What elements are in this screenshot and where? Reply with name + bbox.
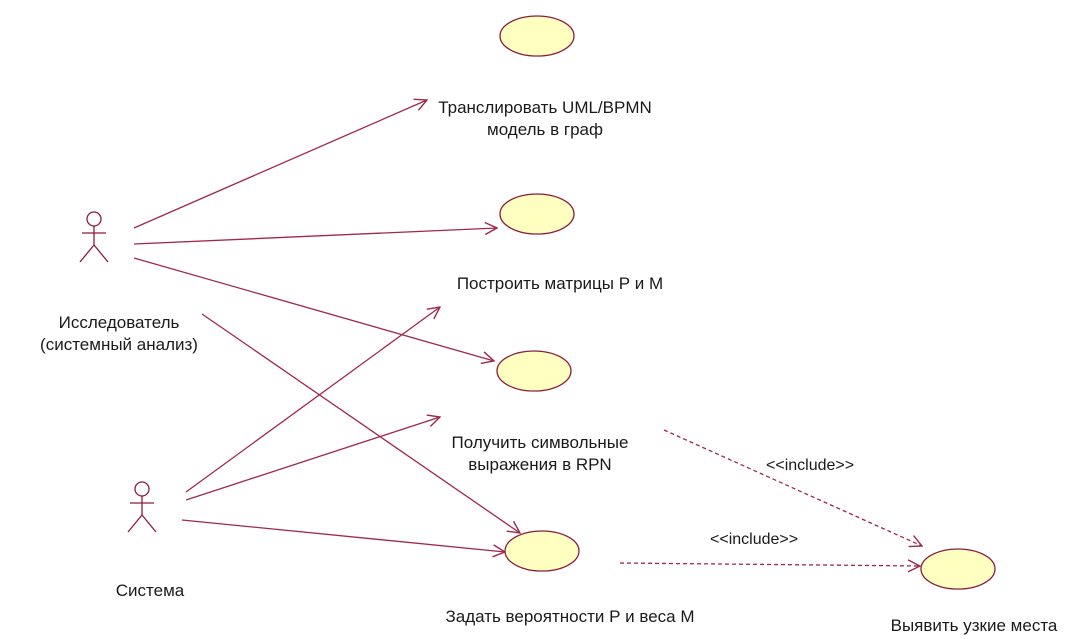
association-researcher-to-rpn [133,257,494,361]
actor-right-leg [141,514,157,533]
actor-label-researcher-line-2: (системный анализ) [40,335,198,354]
actor-figure-system [127,481,157,533]
association-system-to-rpn [185,417,440,501]
usecase-label-bottlenecks-line-1: Выявить узкие места [890,616,1058,635]
usecase-label-rpn: Получить символьные выражения в RPN [400,432,680,476]
usecase-label-probabilities-line-1: Задать вероятности Р и веса М [445,607,695,626]
usecase-label-translate: Транслировать UML/BPMN модель в граф [395,97,695,141]
actor-label-system: Система [90,580,210,602]
actor-label-system-line-1: Система [115,581,185,600]
include-label-probabilities-bottlenecks: <<include>> [710,531,799,548]
usecase-label-bottlenecks: Выявить узкие места [868,615,1080,637]
usecase-ellipse-build-matrices [499,193,575,235]
usecase-label-build-matrices: Построить матрицы Р и М [405,273,715,295]
actor-figure-researcher [79,211,109,263]
usecase-label-rpn-line-2: выражения в RPN [468,455,612,474]
association-researcher-to-translate [133,100,427,229]
usecase-label-translate-line-2: модель в граф [487,120,603,139]
actor-head [134,481,150,497]
actor-head [86,211,102,227]
include-label-rpn-bottlenecks: <<include>> [766,457,855,474]
usecase-label-build-matrices-line-1: Построить матрицы Р и М [456,274,664,293]
usecase-label-probabilities: Задать вероятности Р и веса М [395,606,745,628]
actor-left-leg [79,244,95,263]
association-researcher-to-probabilities [201,313,520,533]
association-system-to-build-matrices [185,307,440,493]
actor-right-leg [93,244,109,263]
association-researcher-to-build-matrices [133,228,497,245]
actor-left-leg [127,514,143,533]
usecase-label-translate-line-1: Транслировать UML/BPMN [438,98,652,117]
usecase-ellipse-top [499,15,575,57]
usecase-ellipse-bottlenecks [920,548,996,590]
usecase-ellipse-rpn [496,350,572,392]
include-dependency-rpn-to-bottlenecks [663,429,922,546]
include-dependency-probabilities-to-bottlenecks [619,563,920,566]
association-system-to-probabilities [181,519,505,552]
actor-label-researcher-line-1: Исследователь [58,313,180,332]
usecase-ellipse-probabilities [504,530,580,572]
actor-label-researcher: Исследователь (системный анализ) [14,312,224,356]
usecase-label-rpn-line-1: Получить символьные [451,433,629,452]
